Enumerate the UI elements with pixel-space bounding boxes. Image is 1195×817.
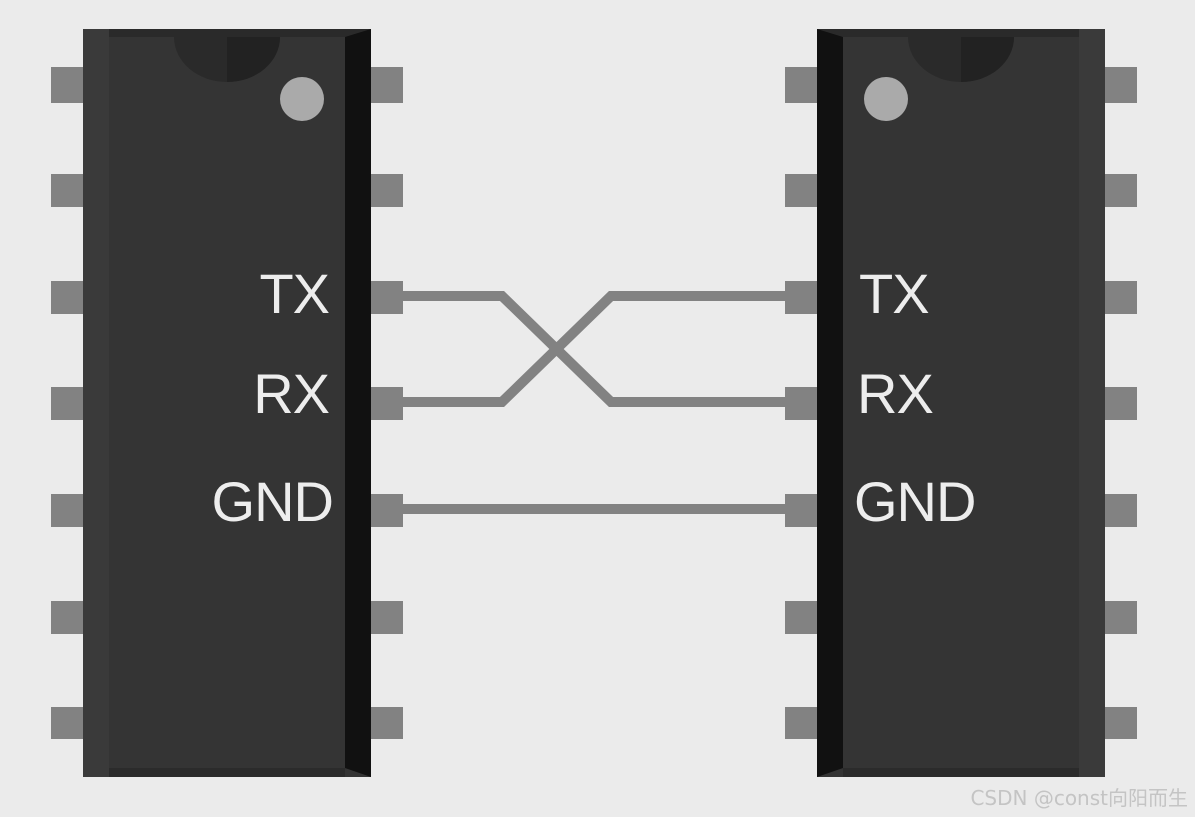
watermark: CSDN @const向阳而生 <box>970 786 1188 810</box>
chip-right-bevel <box>1079 29 1105 777</box>
right-label-rx: RX <box>857 362 933 425</box>
right-ic-chip: TX RX GND <box>785 29 1137 777</box>
wire-left-rx-to-right-tx <box>395 291 795 407</box>
left-ic-chip: TX RX GND <box>51 29 403 777</box>
chip-bottom-bevel <box>109 768 345 777</box>
notch-inner <box>961 37 1014 82</box>
pin1-dot <box>864 77 908 121</box>
wires <box>395 291 795 514</box>
pin1-dot <box>280 77 324 121</box>
chip-body <box>817 29 1105 777</box>
chip-top-bevel <box>817 29 1105 37</box>
chip-right-shadow <box>345 29 371 777</box>
left-label-tx: TX <box>259 262 329 325</box>
chip-body <box>83 29 371 777</box>
right-label-tx: TX <box>859 262 929 325</box>
left-label-gnd: GND <box>212 470 333 533</box>
chip-bottom-bevel <box>843 768 1079 777</box>
right-label-gnd: GND <box>854 470 975 533</box>
notch-inner <box>227 37 280 82</box>
chip-left-bevel <box>83 29 109 777</box>
left-label-rx: RX <box>253 362 329 425</box>
chip-top-bevel <box>83 29 371 37</box>
chip-left-shadow <box>817 29 843 777</box>
